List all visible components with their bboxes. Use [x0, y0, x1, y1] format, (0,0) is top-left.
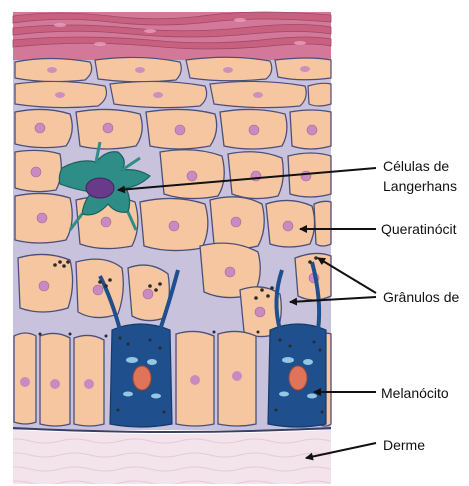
label-melanocito: Melanócito [381, 383, 449, 403]
label-langerhans: Células de Langerhans [383, 156, 457, 196]
label-derme: Derme [383, 435, 425, 455]
label-granulos: Grânulos de [383, 287, 459, 307]
label-langerhans-line1: Células de [383, 156, 457, 176]
label-queratinocito: Queratinócit [381, 219, 456, 239]
dermis [13, 430, 331, 484]
melanocyte-nucleus-right [289, 366, 307, 390]
stratum-corneum [13, 12, 331, 60]
flattened-keratinocytes [15, 57, 331, 107]
melanocyte-nucleus-left [133, 366, 151, 390]
langerhans-nucleus [86, 178, 114, 198]
label-langerhans-line2: Langerhans [383, 176, 457, 196]
